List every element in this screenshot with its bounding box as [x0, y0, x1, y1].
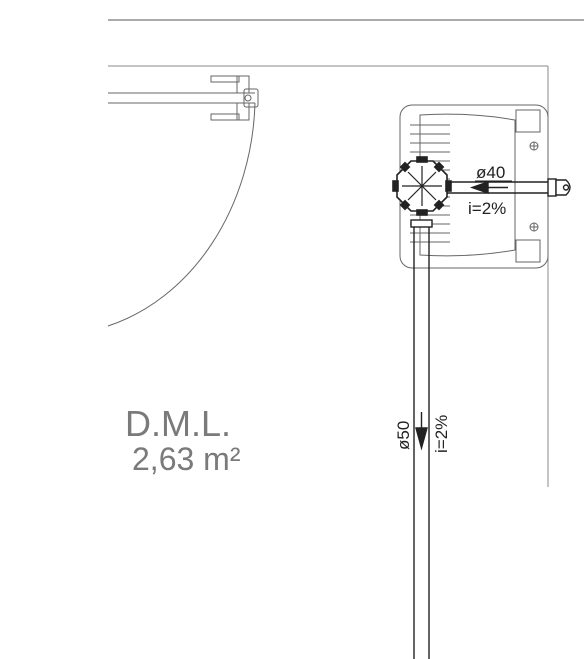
vertical-pipe	[410, 219, 433, 659]
door-swing-arc	[107, 102, 256, 327]
horizontal-pipe-diameter: ø40	[476, 163, 505, 182]
horizontal-pipe	[445, 178, 571, 197]
horizontal-pipe-slope: i=2%	[468, 199, 506, 218]
room-area: 2,63 m²	[132, 441, 241, 477]
flow-arrows	[415, 181, 508, 451]
vertical-pipe-diameter: ø50	[394, 421, 413, 450]
floor-drain	[392, 156, 452, 216]
room-name: D.M.L.	[125, 403, 231, 444]
door	[107, 75, 259, 327]
vertical-pipe-slope: i=2%	[432, 415, 451, 453]
